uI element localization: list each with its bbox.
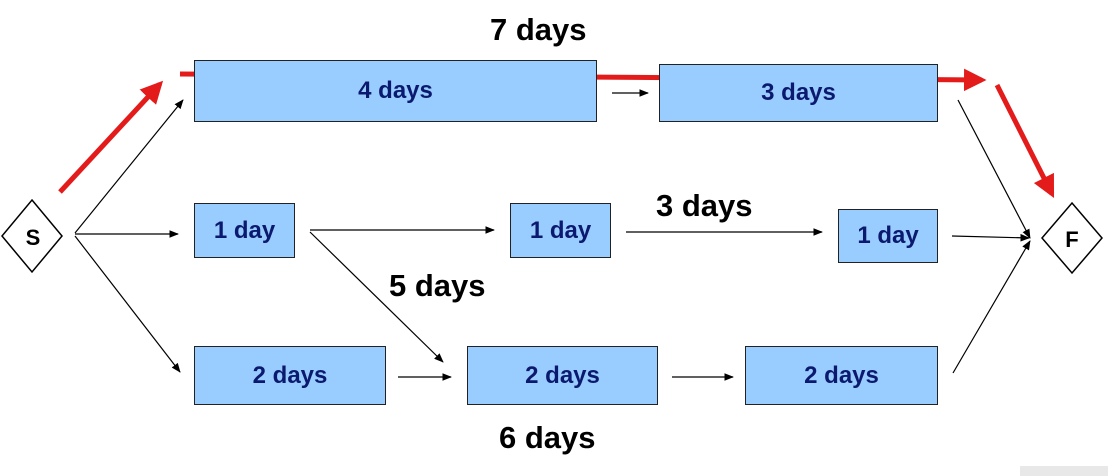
arrow-mid-c-to-finish: [951, 233, 1030, 242]
task-mid-c: 1 day: [838, 209, 938, 263]
start-node-label: S: [25, 225, 41, 250]
task-bot-c: 2 days: [745, 346, 938, 405]
arrow-start-to-top: [74, 99, 184, 234]
task-top-b: 3 days: [659, 64, 938, 122]
corner-strip: [1020, 466, 1108, 476]
finish-node-label: F: [1065, 227, 1079, 252]
path-total-middle: 3 days: [656, 188, 753, 223]
path-total-top: 7 days: [490, 12, 587, 47]
task-mid-b: 1 day: [510, 203, 611, 258]
start-node: [1, 198, 63, 274]
task-bot-a: 2 days: [194, 346, 386, 405]
finish-node: [1041, 201, 1103, 275]
task-bot-b: 2 days: [467, 346, 658, 405]
arrow-top-b-to-finish: [957, 99, 1031, 239]
critical-path-arrow-3: [994, 83, 1055, 199]
arrow-bot-c-to-finish: [952, 240, 1031, 374]
task-mid-a: 1 day: [194, 203, 295, 258]
critical-path-arrow-1: [58, 80, 164, 194]
arrow-start-to-bottom: [74, 235, 181, 373]
task-top-a: 4 days: [194, 60, 597, 122]
path-total-bottom: 6 days: [499, 420, 596, 455]
path-total-cross: 5 days: [389, 268, 486, 303]
arrow-mid-a-to-bot-b: [309, 231, 444, 363]
